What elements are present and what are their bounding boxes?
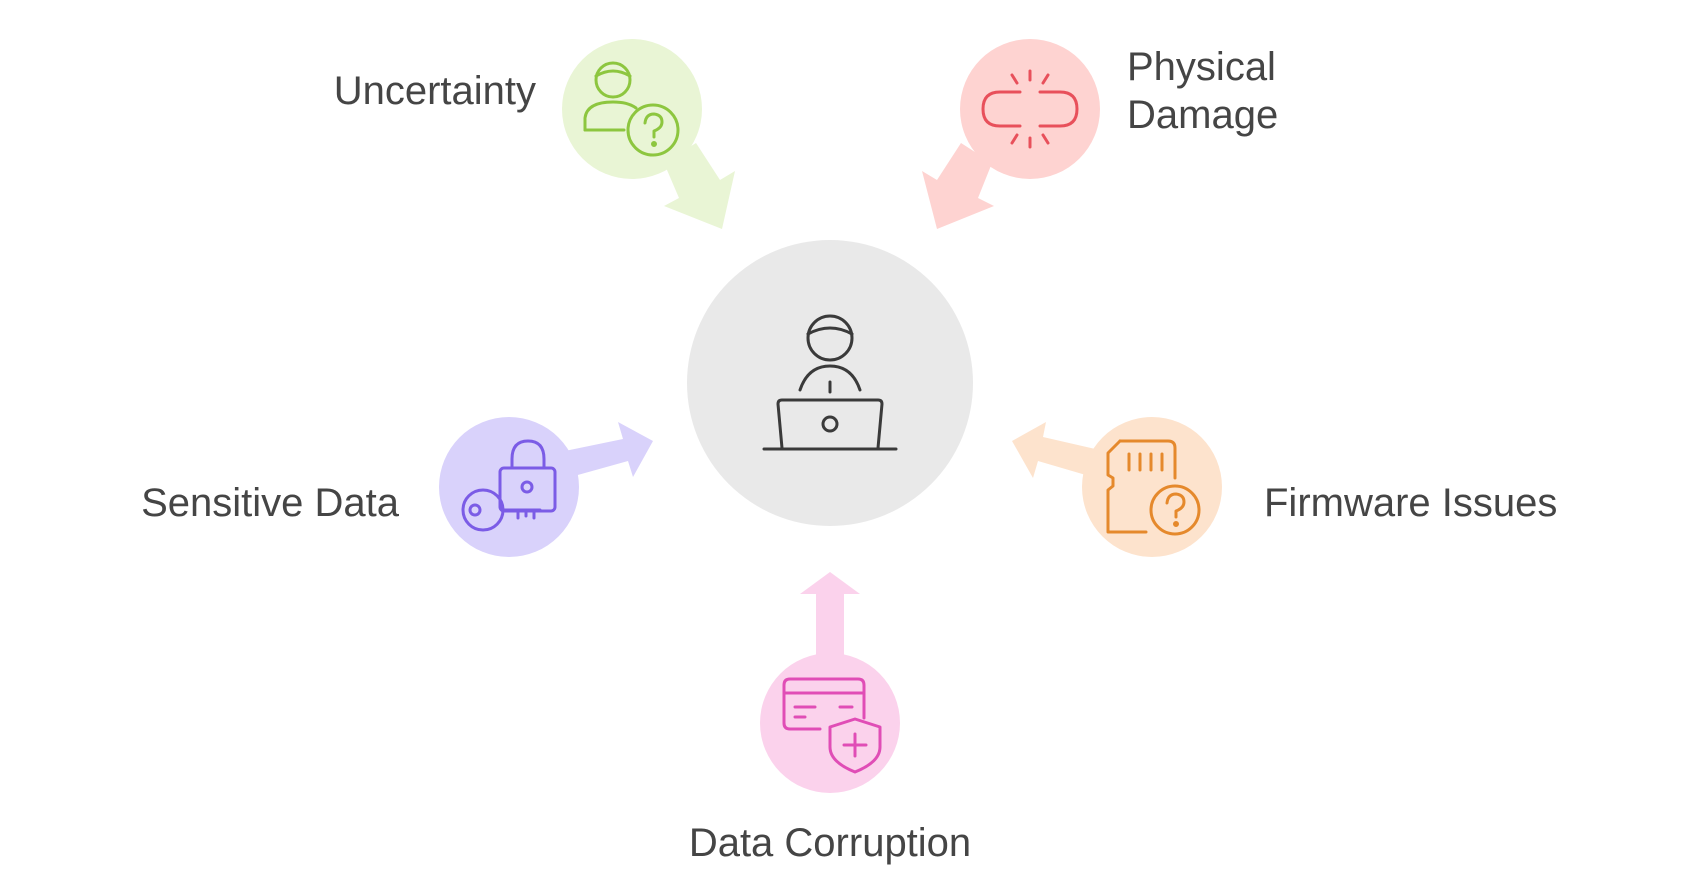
firmware-issues-node: Firmware Issues [1082,417,1557,557]
data-corruption-label: Data Corruption [689,821,971,865]
person-at-laptop-icon [762,314,898,451]
uncertainty-node: Uncertainty [334,39,702,179]
person-question-icon [583,61,680,157]
data-corruption-arrow [800,572,860,655]
sensitive-data-arrow [560,422,653,478]
firmware-issues-circle [1082,417,1222,557]
sd-card-question-icon [1106,439,1201,536]
sensitive-data-label: Sensitive Data [141,481,400,525]
physical-damage-circle [960,39,1100,179]
physical-damage-label-line2: Damage [1127,93,1278,137]
uncertainty-label: Uncertainty [334,69,536,113]
firmware-issues-arrow [1012,422,1104,478]
lock-key-icon [461,439,557,532]
physical-damage-label: Physical [1127,45,1276,89]
center-node [687,240,973,526]
physical-damage-arrow [922,143,994,229]
uncertainty-arrow [664,143,735,229]
broken-link-icon [981,69,1079,149]
firmware-issues-label: Firmware Issues [1264,481,1557,525]
sensitive-data-node: Sensitive Data [141,417,579,557]
data-corruption-circle [760,653,900,793]
data-corruption-node: Data Corruption [689,653,971,865]
card-shield-icon [782,677,882,774]
uncertainty-circle [562,39,702,179]
physical-damage-node: Physical Damage [960,39,1278,179]
sensitive-data-circle [439,417,579,557]
